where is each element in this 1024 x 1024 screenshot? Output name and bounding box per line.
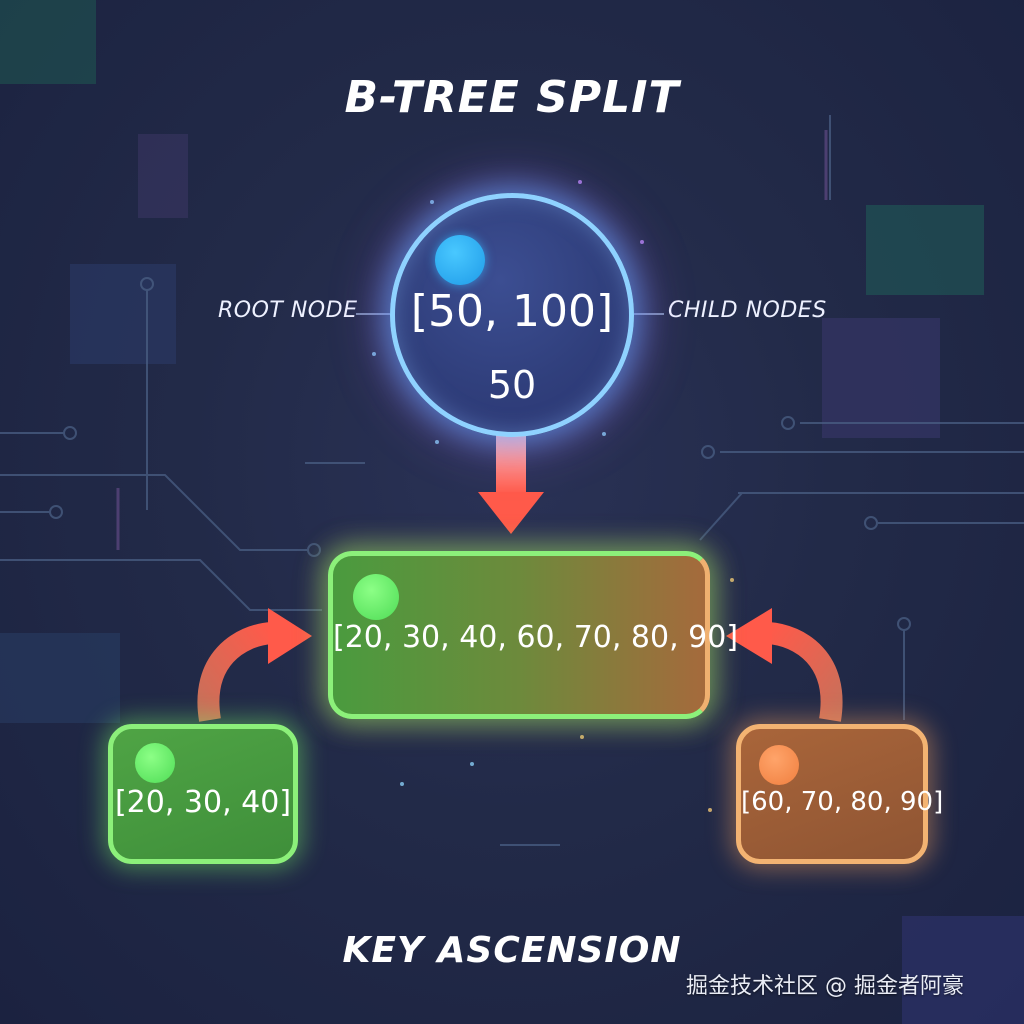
left-child-indicator [135, 743, 175, 783]
decor-square [902, 916, 1024, 1024]
decor-square [0, 0, 96, 84]
decor-square [138, 134, 188, 218]
root-label-leader [356, 313, 390, 315]
decor-square [0, 633, 120, 723]
decor-square [70, 264, 176, 364]
sparkle [435, 440, 439, 444]
sparkle [372, 352, 376, 356]
watermark: 掘金技术社区 @ 掘金者阿豪 [686, 974, 964, 999]
promoted-key: 50 [487, 363, 537, 407]
diagram-caption: KEY ASCENSION [342, 930, 682, 971]
root-node-indicator [435, 235, 485, 285]
sparkle [578, 180, 582, 184]
decor-square [866, 205, 984, 295]
right-child-keys: [60, 70, 80, 90] [741, 787, 944, 817]
root-node-keys: [50, 100] [410, 286, 614, 337]
sparkle [430, 200, 434, 204]
diagram-title: B-TREE SPLIT [344, 72, 680, 123]
sparkle [640, 240, 644, 244]
sparkle [602, 432, 606, 436]
sparkle [708, 808, 712, 812]
sparkle [730, 578, 734, 582]
root-node: [50, 100] 50 [390, 193, 634, 437]
sparkle [400, 782, 404, 786]
right-child-indicator [759, 745, 799, 785]
decor-square [822, 318, 940, 438]
overflow-node-keys: [20, 30, 40, 60, 70, 80, 90] [333, 620, 739, 655]
overflow-node: [20, 30, 40, 60, 70, 80, 90] [328, 551, 739, 719]
overflow-node-indicator [353, 574, 399, 620]
root-node-label: ROOT NODE [218, 298, 358, 323]
left-child-keys: [20, 30, 40] [114, 785, 292, 820]
child-label-leader [634, 313, 664, 315]
right-child-node: [60, 70, 80, 90] [736, 724, 944, 864]
sparkle [470, 762, 474, 766]
child-nodes-label: CHILD NODES [668, 298, 827, 323]
sparkle [580, 735, 584, 739]
left-child-node: [20, 30, 40] [108, 724, 298, 864]
